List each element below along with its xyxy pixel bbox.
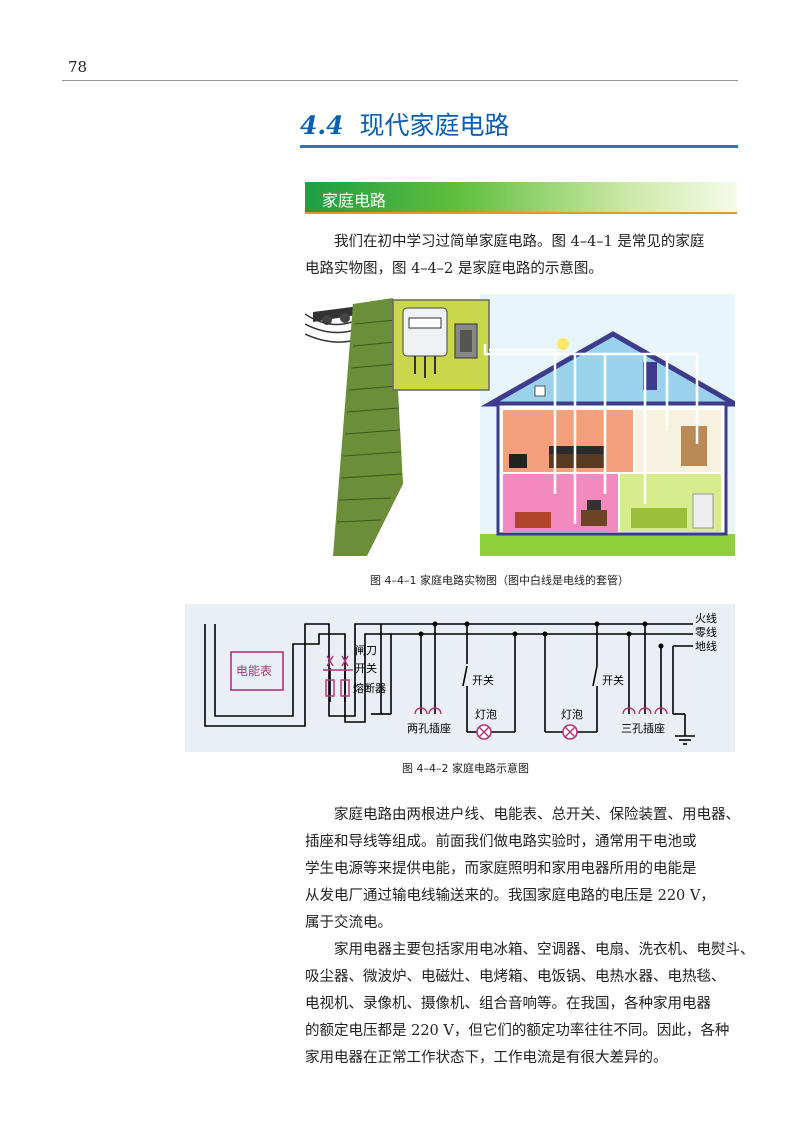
house <box>480 331 735 536</box>
text-line: 插座和导线等组成。前面我们做电路实验时，通常用干电池或 <box>305 834 697 850</box>
label-meter: 电能表 <box>236 664 272 678</box>
text-line: 电路实物图，图 4–4–2 是家庭电路的示意图。 <box>305 261 603 277</box>
label-two-hole-socket: 两孔插座 <box>407 721 451 735</box>
brick-wall <box>333 298 403 556</box>
text-line: 家庭电路由两根进户线、电能表、总开关、保险装置、用电器、 <box>334 807 740 823</box>
section-title-rule <box>300 145 738 148</box>
label-switch-1: 开关 <box>472 673 494 687</box>
text-line: 的额定电压都是 220 V，但它们的额定功率往往不同。因此，各种 <box>305 1023 730 1039</box>
label-switch-2: 开关 <box>602 673 624 687</box>
section-title-text: 现代家庭电路 <box>359 111 510 140</box>
figure1-caption: 图 4–4–1 家庭电路实物图（图中白线是电线的套管） <box>370 574 629 587</box>
conduit-lines <box>483 344 699 524</box>
label-live-wire: 火线 <box>695 611 717 625</box>
text-line: 学生电源等来提供电能，而家庭照明和家用电器所用的电能是 <box>305 861 697 877</box>
section-title: 4.4 现代家庭电路 <box>300 106 510 142</box>
label-neutral-wire: 零线 <box>695 625 717 639</box>
text-line: 我们在初中学习过简单家庭电路。图 4–4–1 是常见的家庭 <box>334 234 705 250</box>
text-line: 属于交流电。 <box>305 915 392 931</box>
label-main-switch: 开关 <box>355 661 377 675</box>
section-number: 4.4 <box>300 111 344 140</box>
body-paragraph-1: 家庭电路由两根进户线、电能表、总开关、保险装置、用电器、 插座和导线等组成。前面… <box>305 802 740 937</box>
figure2-caption: 图 4–4–2 家庭电路示意图 <box>402 762 529 775</box>
text-line: 吸尘器、微波炉、电磁灶、电烤箱、电饭锅、电热水器、电热毯、 <box>305 969 726 985</box>
meter-symbol <box>230 651 284 691</box>
text-line: 从发电厂通过输电线输送来的。我国家庭电路的电压是 220 V， <box>305 888 715 904</box>
house-circuit-illustration <box>305 294 735 556</box>
meter-box <box>392 299 490 391</box>
label-three-hole-socket: 三孔插座 <box>621 721 665 735</box>
label-bulb-2: 灯泡 <box>561 707 583 721</box>
text-line: 家用电器在正常工作状态下，工作电流是有很大差异的。 <box>305 1050 668 1066</box>
circuit-schematic: 火线 零线 地线 电能表 闸刀 开关 熔断器 开关 开关 两孔插座 灯泡 灯泡 … <box>185 604 735 752</box>
intro-paragraph: 我们在初中学习过简单家庭电路。图 4–4–1 是常见的家庭 电路实物图，图 4–… <box>305 229 740 283</box>
label-bulb-1: 灯泡 <box>475 707 497 721</box>
label-fuse: 熔断器 <box>353 681 386 695</box>
label-knife: 闸刀 <box>355 644 377 657</box>
header-rule <box>62 80 738 81</box>
subsection-title: 家庭电路 <box>322 191 387 210</box>
body-paragraph-2: 家用电器主要包括家用电冰箱、空调器、电扇、洗衣机、电熨斗、 吸尘器、微波炉、电磁… <box>305 937 755 1072</box>
page-number: 78 <box>68 58 88 76</box>
subsection-banner: 家庭电路 <box>305 182 737 214</box>
text-line: 电视机、录像机、摄像机、组合音响等。在我国，各种家用电器 <box>305 996 711 1012</box>
label-ground-wire: 地线 <box>695 639 717 653</box>
text-line: 家用电器主要包括家用电冰箱、空调器、电扇、洗衣机、电熨斗、 <box>334 942 755 958</box>
